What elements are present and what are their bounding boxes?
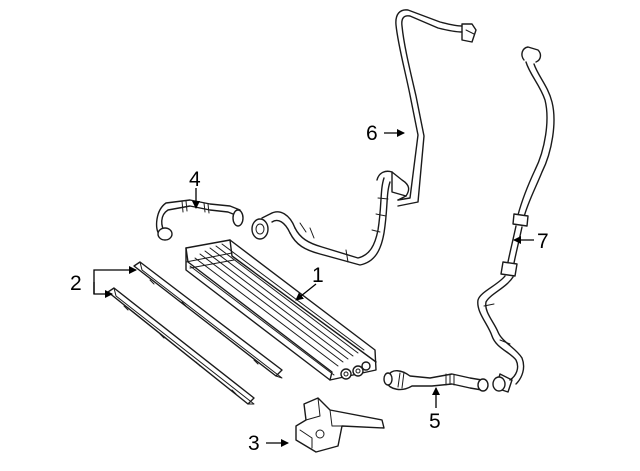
callout-3: 3 <box>248 432 260 455</box>
callout-1: 1 <box>312 264 324 287</box>
oil-cooler-1 <box>185 239 377 381</box>
callout-4: 4 <box>189 168 201 191</box>
callout-6: 6 <box>366 122 378 145</box>
coolant-hose-4 <box>155 199 244 241</box>
leader-2b <box>93 282 113 298</box>
mounting-bracket-2 <box>107 261 283 405</box>
callout-leaders <box>93 129 534 447</box>
cooler-line-7 <box>477 46 555 393</box>
cooler-line-6 <box>251 9 477 266</box>
callout-labels: 4 6 7 1 2 5 3 <box>70 122 549 455</box>
callout-5: 5 <box>429 410 441 433</box>
callout-2: 2 <box>70 272 82 295</box>
callout-7: 7 <box>537 230 549 253</box>
coolant-hose-5 <box>383 370 489 392</box>
leader-1 <box>295 283 317 301</box>
bracket-3 <box>295 397 385 453</box>
